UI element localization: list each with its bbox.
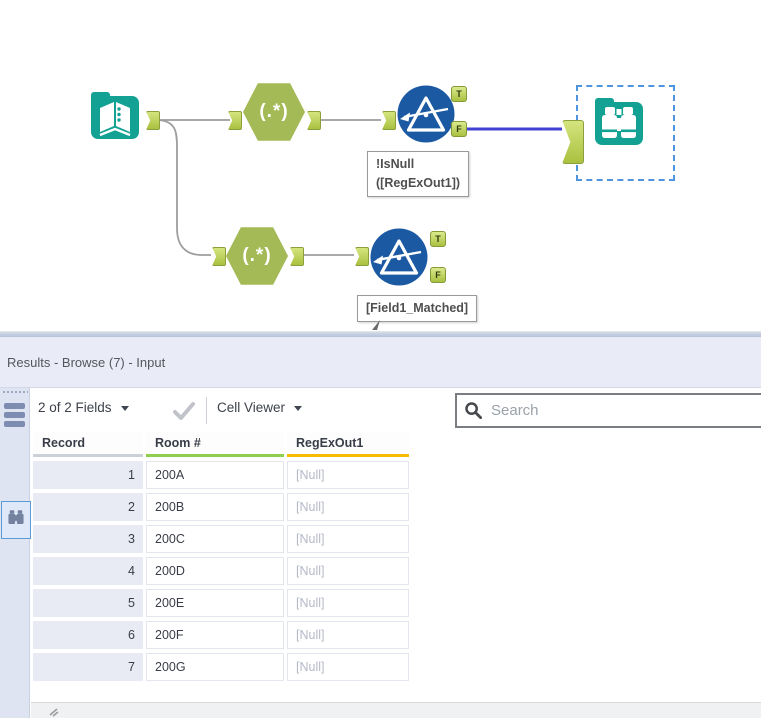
annotation-pointer-icon	[372, 320, 380, 330]
browse-tool[interactable]	[592, 94, 646, 148]
data-view-icon	[4, 403, 25, 409]
connection-input-to-regex2[interactable]	[157, 119, 211, 256]
filter2-annotation-line1: [Field1_Matched]	[366, 301, 469, 315]
regexout1-cell[interactable]: [Null]	[287, 557, 409, 585]
search-box	[455, 393, 761, 428]
regexout1-cell[interactable]: [Null]	[287, 525, 409, 553]
filter1-false-anchor[interactable]: F	[451, 121, 467, 137]
regexout1-cell[interactable]: [Null]	[287, 621, 409, 649]
results-table: Record Room # RegExOut1 1 200A [Null] 2 …	[33, 432, 409, 681]
filter2-tool[interactable]	[370, 228, 428, 286]
filter1-annotation-line1: !IsNull	[376, 157, 415, 171]
results-pane: Results - Browse (7) - Input	[0, 331, 761, 718]
record-number-cell[interactable]: 1	[33, 461, 143, 489]
filter2-true-anchor[interactable]: T	[430, 231, 446, 247]
apply-checkmark-icon[interactable]	[172, 401, 196, 421]
record-number-cell[interactable]: 2	[33, 493, 143, 521]
record-number-cell[interactable]: 3	[33, 525, 143, 553]
regex1-label: (.*)	[259, 101, 289, 122]
search-input[interactable]	[489, 401, 761, 420]
column-header-room[interactable]: Room #	[146, 432, 284, 457]
regexout1-cell[interactable]: [Null]	[287, 653, 409, 681]
record-number-cell[interactable]: 7	[33, 653, 143, 681]
filter1-icon	[397, 85, 455, 143]
filter1-true-anchor[interactable]: T	[451, 86, 467, 102]
regex1-tool[interactable]: (.*)	[243, 83, 305, 141]
room-cell[interactable]: 200G	[146, 653, 284, 681]
browse-view-button[interactable]	[1, 501, 31, 539]
regexout1-cell[interactable]: [Null]	[287, 461, 409, 489]
filter2-false-label: F	[435, 270, 441, 280]
room-cell[interactable]: 200C	[146, 525, 284, 553]
filter1-annotation-line2: ([RegExOut1])	[376, 175, 461, 190]
filter1-tool[interactable]	[397, 85, 455, 143]
cell-viewer-label: Cell Viewer	[217, 400, 286, 415]
filter2-false-anchor[interactable]: F	[430, 267, 446, 283]
filter1-false-label: F	[456, 124, 462, 134]
results-title-bar: Results - Browse (7) - Input	[0, 337, 761, 388]
room-cell[interactable]: 200F	[146, 621, 284, 649]
input-data-icon	[91, 92, 139, 139]
data-view-button[interactable]	[4, 403, 25, 427]
room-cell[interactable]: 200A	[146, 461, 284, 489]
regexout1-cell[interactable]: [Null]	[287, 589, 409, 617]
pane-drag-handle[interactable]	[2, 390, 28, 394]
regex2-label: (.*)	[242, 245, 272, 266]
filter2-annotation[interactable]: [Field1_Matched]	[357, 295, 478, 322]
search-icon	[465, 402, 483, 420]
results-sidebar	[0, 388, 31, 718]
room-cell[interactable]: 200E	[146, 589, 284, 617]
record-number-cell[interactable]: 6	[33, 621, 143, 649]
room-cell[interactable]: 200D	[146, 557, 284, 585]
fields-dropdown[interactable]: 2 of 2 Fields	[38, 400, 129, 415]
regex2-tool[interactable]: (.*)	[226, 227, 288, 285]
browse-binoculars-icon	[595, 98, 643, 145]
workflow-canvas[interactable]: (.*) T F !IsNull ([RegExOut1])	[0, 0, 761, 331]
results-bottom-bar	[31, 702, 761, 718]
room-cell[interactable]: 200B	[146, 493, 284, 521]
filter2-true-label: T	[435, 234, 441, 244]
record-number-cell[interactable]: 4	[33, 557, 143, 585]
results-pane-top-border[interactable]	[0, 331, 761, 338]
results-title: Results - Browse (7) - Input	[7, 354, 166, 370]
column-header-record[interactable]: Record	[33, 432, 143, 457]
toolbar-separator	[206, 397, 207, 424]
browse-view-binoculars-icon	[8, 510, 24, 524]
filter1-true-label: T	[456, 89, 462, 99]
record-number-cell[interactable]: 5	[33, 589, 143, 617]
cell-viewer-dropdown[interactable]: Cell Viewer	[217, 400, 303, 415]
chevron-down-icon	[120, 406, 129, 411]
fields-dropdown-label: 2 of 2 Fields	[38, 400, 112, 415]
regexout1-cell[interactable]: [Null]	[287, 493, 409, 521]
filter2-icon	[370, 228, 428, 286]
resize-grip-icon[interactable]	[48, 707, 60, 717]
chevron-down-icon	[294, 406, 303, 411]
input-data-tool[interactable]	[88, 88, 142, 142]
column-header-regexout1[interactable]: RegExOut1	[287, 432, 409, 457]
filter1-annotation[interactable]: !IsNull ([RegExOut1])	[367, 151, 470, 197]
workflow-connections-layer	[157, 119, 562, 256]
